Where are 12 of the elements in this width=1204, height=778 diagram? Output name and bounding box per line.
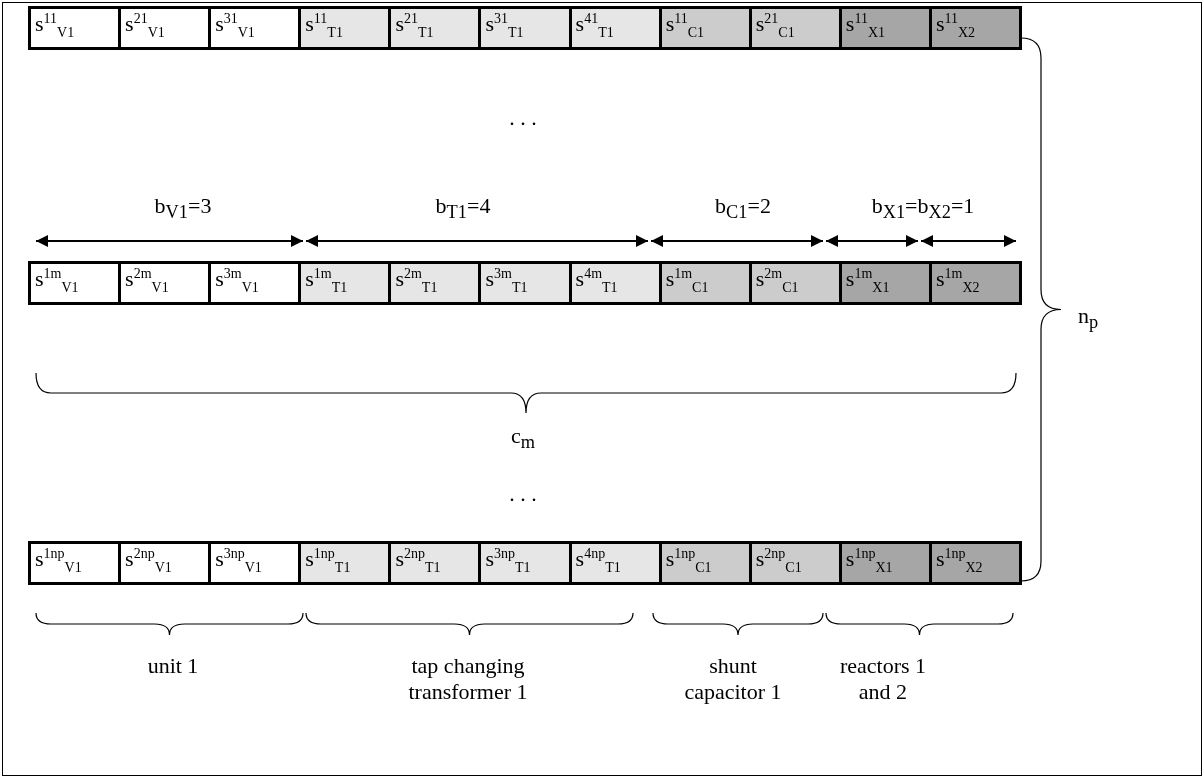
ellipsis: . . . bbox=[508, 105, 538, 132]
group-label: unit 1 bbox=[146, 653, 200, 680]
group-label: shunt capacitor 1 bbox=[683, 653, 783, 706]
dimension-label: b$_{X1}$=b$_{X2}$=1 bbox=[870, 193, 976, 225]
ellipsis: . . . bbox=[508, 481, 538, 508]
group-label: tap changing transformer 1 bbox=[407, 653, 529, 706]
brace-label: c$_{m}$ bbox=[510, 423, 536, 455]
dimension-label: b$_{V1}$=3 bbox=[153, 193, 213, 225]
brace-label: n$_{p}$ bbox=[1076, 303, 1100, 335]
dimension-label: b$_{C1}$=2 bbox=[714, 193, 772, 225]
group-label: reactors 1 and 2 bbox=[838, 653, 928, 706]
dimension-label: b$_{T1}$=4 bbox=[434, 193, 492, 225]
